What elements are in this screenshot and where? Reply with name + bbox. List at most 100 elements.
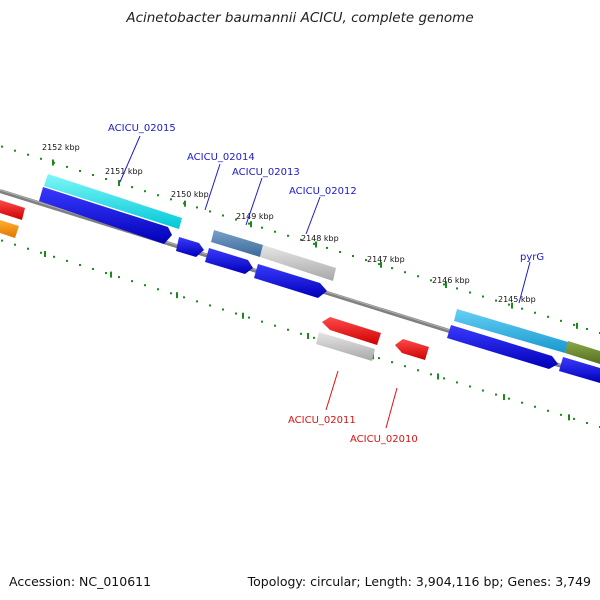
scale-dot xyxy=(287,328,289,331)
scale-dot xyxy=(443,377,445,380)
scale-dot xyxy=(79,263,81,266)
scale-tick-track-inner xyxy=(1,239,600,428)
gene-label[interactable]: ACICU_02013 xyxy=(232,167,300,178)
scale-dot xyxy=(27,247,29,250)
scale-dot xyxy=(417,369,419,372)
scale-dot xyxy=(235,312,237,315)
gene-bar-partial-orange-left[interactable] xyxy=(0,220,19,238)
scale-dot xyxy=(118,276,120,279)
gene-bar-acicu-02013-outer[interactable] xyxy=(260,245,336,281)
scale-dot xyxy=(482,295,484,298)
scale-dot xyxy=(66,165,68,168)
scale-dot xyxy=(378,357,380,360)
forward-gene-arrow-acicu-02012[interactable] xyxy=(254,264,327,298)
scale-dot xyxy=(417,275,419,278)
scale-dot xyxy=(1,239,3,242)
scale-dot xyxy=(287,234,289,237)
gene-bar-partial-red-left[interactable] xyxy=(0,200,25,220)
tick-label: 2148 kbp xyxy=(301,234,339,243)
gene-bar-acicu-02011-inner[interactable] xyxy=(316,332,375,361)
gene-label[interactable]: ACICU_02015 xyxy=(108,123,176,134)
scale-dot xyxy=(300,332,302,335)
scale-dot xyxy=(157,288,159,291)
scale-dot xyxy=(573,417,575,420)
gene-label[interactable]: ACICU_02011 xyxy=(288,415,356,426)
scale-dot xyxy=(261,320,263,323)
label-leaders xyxy=(119,135,531,429)
scale-dot xyxy=(66,259,68,262)
scale-dot xyxy=(482,389,484,392)
tick-label: 2152 kbp xyxy=(42,143,80,152)
gene-bar-acicu-02015-outer[interactable] xyxy=(44,174,182,229)
scale-dot xyxy=(378,263,380,266)
scale-dot xyxy=(157,194,159,197)
scale-dot xyxy=(248,316,250,319)
scale-dot xyxy=(131,186,133,189)
gene-bar-pyrg-outer[interactable] xyxy=(454,309,568,353)
scale-dot xyxy=(1,145,3,148)
gene-bar-acicu-02014-outer[interactable] xyxy=(211,230,263,257)
scale-dot xyxy=(586,421,588,424)
gene-bar-partial-outer-right[interactable] xyxy=(565,341,600,364)
scale-dot xyxy=(326,246,328,249)
scale-dot xyxy=(456,381,458,384)
scale-dot xyxy=(573,323,575,326)
scale-dot xyxy=(27,153,29,156)
scale-dot xyxy=(508,397,510,400)
reverse-gene-arrow-acicu-02011[interactable] xyxy=(322,317,381,345)
scale-labels: 2152 kbp 2151 kbp 2150 kbp 2149 kbp 2148… xyxy=(42,143,536,304)
scale-dot xyxy=(209,304,211,307)
gene-label[interactable]: ACICU_02012 xyxy=(289,186,357,197)
scale-dot xyxy=(495,393,497,396)
scale-dot xyxy=(404,365,406,368)
tick-label: 2150 kbp xyxy=(171,190,209,199)
scale-dot xyxy=(508,303,510,306)
scale-dot xyxy=(430,279,432,282)
map-title: Acinetobacter baumannii ACICU, complete … xyxy=(126,10,474,26)
forward-gene-arrow-partial-right[interactable] xyxy=(559,357,600,383)
reverse-gene-arrow-acicu-02010[interactable] xyxy=(395,339,429,360)
scale-dot xyxy=(560,413,562,416)
scale-dot xyxy=(391,361,393,364)
scale-dot xyxy=(14,243,16,246)
scale-dot xyxy=(40,251,42,254)
scale-dot xyxy=(222,214,224,217)
tick-label: 2151 kbp xyxy=(105,167,143,176)
scale-dot xyxy=(534,405,536,408)
scale-dot xyxy=(92,173,94,176)
tick-label: 2146 kbp xyxy=(432,276,470,285)
tick-label: 2147 kbp xyxy=(367,255,405,264)
scale-dot xyxy=(53,255,55,258)
accession-label: Accession: NC_010611 xyxy=(9,574,152,589)
scale-dot xyxy=(352,255,354,258)
scale-dot xyxy=(586,327,588,330)
forward-gene-arrow-acicu-02015[interactable] xyxy=(39,187,172,244)
scale-dot xyxy=(170,198,172,201)
scale-dot xyxy=(521,307,523,310)
scale-dot xyxy=(196,300,198,303)
scale-dot xyxy=(313,336,315,339)
scale-dot xyxy=(222,308,224,311)
scale-dot xyxy=(560,319,562,322)
scale-dot xyxy=(365,259,367,262)
forward-gene-arrow-pyrg[interactable] xyxy=(447,325,558,369)
forward-gene-arrow-acicu-02013[interactable] xyxy=(205,248,253,274)
scale-dot xyxy=(40,157,42,160)
scale-dot xyxy=(248,222,250,225)
scale-dot xyxy=(313,242,315,245)
scale-dot xyxy=(521,401,523,404)
scale-dot xyxy=(495,299,497,302)
scale-dot xyxy=(235,218,237,221)
scale-dot xyxy=(469,291,471,294)
scale-dot xyxy=(430,373,432,376)
forward-gene-arrow-acicu-02014[interactable] xyxy=(176,237,204,257)
gene-label[interactable]: ACICU_02010 xyxy=(350,434,418,445)
scale-dot xyxy=(79,169,81,172)
gene-label[interactable]: ACICU_02014 xyxy=(187,152,255,163)
scale-dot xyxy=(92,267,94,270)
gene-label[interactable]: pyrG xyxy=(520,252,544,263)
scale-dot xyxy=(404,271,406,274)
scale-dot xyxy=(105,178,107,181)
scale-dot xyxy=(144,284,146,287)
